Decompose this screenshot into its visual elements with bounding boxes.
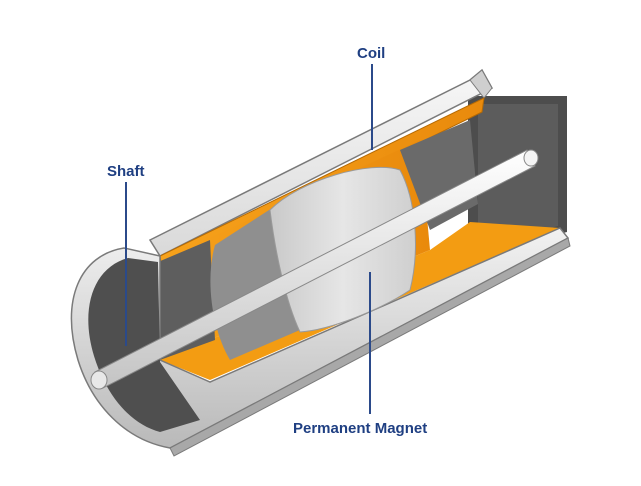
- shaft: [90, 149, 539, 390]
- tube-back-interior: [468, 96, 567, 258]
- housing-top-wall: [148, 68, 494, 257]
- permanent-magnet-label: Permanent Magnet: [293, 420, 428, 437]
- shaft-label: Shaft: [107, 163, 145, 180]
- leader-lines: [125, 64, 373, 414]
- coil-label: Coil: [357, 45, 386, 62]
